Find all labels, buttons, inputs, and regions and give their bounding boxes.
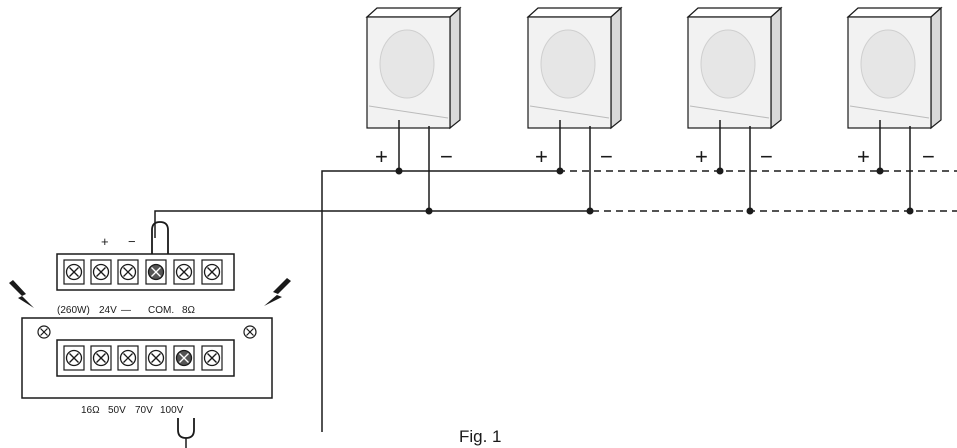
speaker-grille [379, 29, 435, 99]
lightning-icon-left [9, 280, 34, 308]
junction-dot [395, 167, 403, 175]
terminal-screw-icon [173, 345, 195, 371]
mount-screw-icon [243, 325, 257, 339]
mount-screw-icon [37, 325, 51, 339]
terminal-screw-icon [201, 259, 223, 285]
terminal-panel-bottom: 16Ω 50V 70V 100V [21, 317, 273, 448]
panel-mount-screws [37, 325, 257, 339]
speaker-grille [540, 29, 596, 99]
figure-caption: Fig. 1 [459, 427, 502, 446]
terminal-screw-icon [63, 345, 85, 371]
speaker-line-wires [154, 170, 957, 432]
speaker-grille [700, 29, 756, 99]
speaker-grille [860, 29, 916, 99]
speaker-2-minus-label: − [600, 144, 613, 169]
junction-dot [746, 207, 754, 215]
speaker-4 [846, 6, 943, 215]
label-50v: 50V [108, 405, 126, 416]
label-dash: — [121, 305, 131, 316]
terminal-screw-icon [145, 345, 167, 371]
speaker-2 [526, 6, 623, 215]
terminal-screw-icon [173, 259, 195, 285]
speaker-4-plus-label: + [857, 144, 870, 169]
label-100v: 100V [160, 405, 184, 416]
speaker-1-plus-label: + [375, 144, 388, 169]
jumper-bottom [177, 418, 195, 439]
speaker-3-minus-label: − [760, 144, 773, 169]
terminal-block-top: + − (260W) 24V — COM. 8Ω [56, 221, 235, 316]
terminal-screw-icon [117, 259, 139, 285]
label-260w: (260W) [57, 305, 90, 316]
speaker-1 [365, 6, 462, 215]
top-minus-label: − [128, 234, 136, 249]
top-plus-label: + [101, 234, 109, 249]
junction-dot [876, 167, 884, 175]
terminal-screw-icon [63, 259, 85, 285]
label-24v: 24V [99, 305, 117, 316]
terminal-screw-icon [90, 259, 112, 285]
lightning-icon-right [264, 278, 291, 306]
speaker-1-minus-label: − [440, 144, 453, 169]
label-com: COM. [148, 305, 174, 316]
terminal-screw-icon [90, 345, 112, 371]
junction-dot [906, 207, 914, 215]
speaker-labels: + − + − + − + − [375, 144, 935, 169]
jumper-top [151, 221, 169, 254]
junction-dot [556, 167, 564, 175]
speaker-4-minus-label: − [922, 144, 935, 169]
label-8ohm: 8Ω [182, 305, 196, 316]
speaker-3-plus-label: + [695, 144, 708, 169]
bottom-terminal-screws [63, 345, 223, 371]
junction-dot [586, 207, 594, 215]
label-16ohm: 16Ω [81, 405, 100, 416]
terminal-screw-icon [117, 345, 139, 371]
junction-dot [716, 167, 724, 175]
terminal-screw-icon [201, 345, 223, 371]
top-terminal-screws [63, 259, 223, 285]
speakers [365, 6, 943, 215]
speaker-2-plus-label: + [535, 144, 548, 169]
label-70v: 70V [135, 405, 153, 416]
speaker-3 [686, 6, 783, 215]
junction-dot [425, 207, 433, 215]
terminal-screw-icon [145, 259, 167, 285]
